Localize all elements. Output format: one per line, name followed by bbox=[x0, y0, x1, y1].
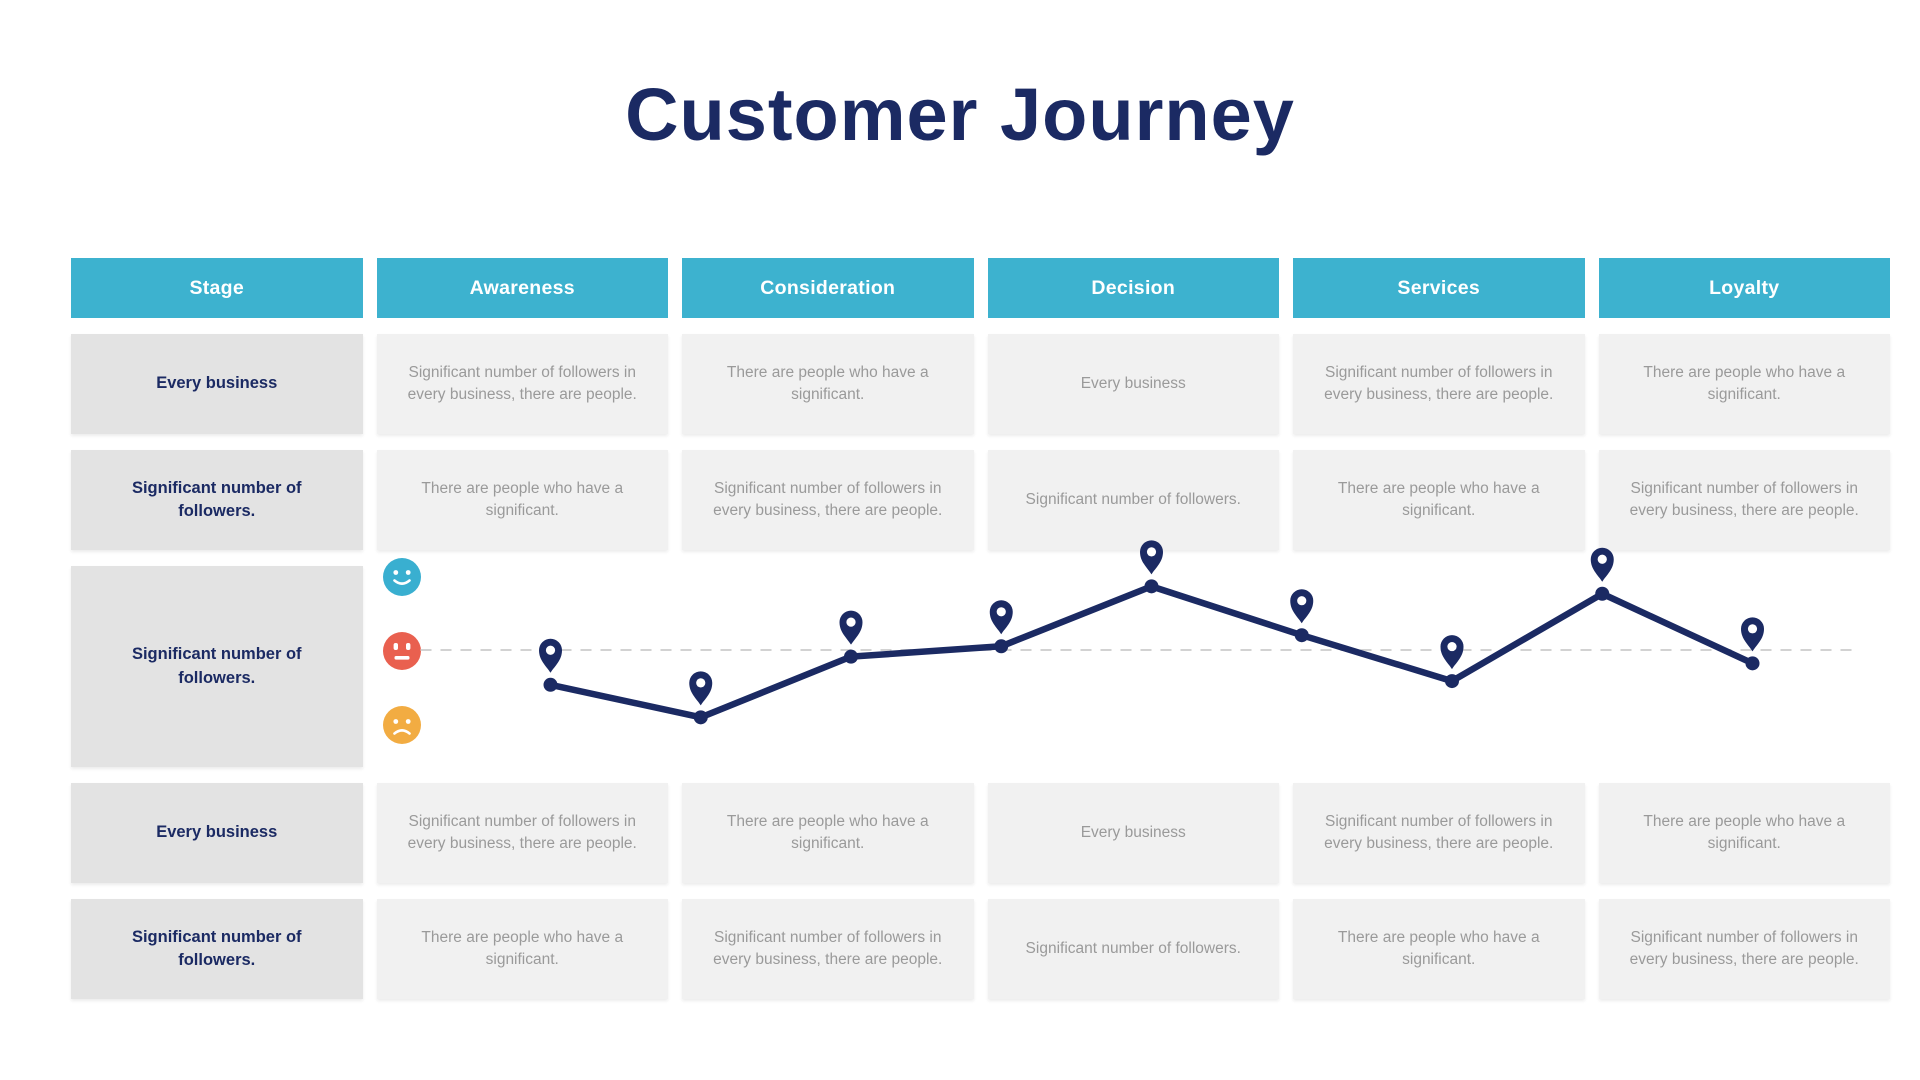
journey-line-chart bbox=[420, 540, 1855, 725]
journey-cell: Significant number of followers in every… bbox=[1598, 899, 1890, 999]
journey-cell: Significant number of followers in every… bbox=[682, 450, 974, 550]
map-pin-marker bbox=[538, 638, 562, 673]
journey-cell: There are people who have a significant. bbox=[682, 334, 974, 434]
happy-face-icon bbox=[382, 558, 421, 596]
journey-cell: Significant number of followers in every… bbox=[1293, 334, 1585, 434]
journey-cell: There are people who have a significant. bbox=[1293, 899, 1585, 999]
map-pin-marker bbox=[1139, 540, 1163, 575]
stage-cell: Significant number of followers. bbox=[71, 566, 363, 767]
sad-face-icon bbox=[382, 706, 421, 744]
map-pin-hole bbox=[545, 645, 555, 655]
journey-point bbox=[1294, 628, 1309, 643]
journey-cell: There are people who have a significant. bbox=[376, 899, 668, 999]
journey-point bbox=[1594, 586, 1609, 601]
journey-table: Stage Awareness Consideration Decision S… bbox=[71, 258, 1890, 999]
journey-cell: There are people who have a significant. bbox=[682, 783, 974, 883]
column-header-decision: Decision bbox=[987, 258, 1279, 318]
map-pin-marker bbox=[839, 610, 862, 645]
map-pin-marker bbox=[1590, 547, 1614, 582]
neutral-face-icon bbox=[382, 632, 421, 670]
map-pin-marker bbox=[1289, 589, 1313, 624]
journey-cell: Significant number of followers in every… bbox=[1598, 450, 1890, 550]
journey-cell: Significant number of followers in every… bbox=[376, 334, 668, 434]
journey-point bbox=[543, 677, 557, 692]
map-pin-hole bbox=[1747, 624, 1757, 634]
journey-cell: Significant number of followers in every… bbox=[376, 783, 668, 883]
journey-point bbox=[843, 649, 858, 664]
map-pin-hole bbox=[695, 678, 705, 688]
map-pin-marker bbox=[688, 671, 712, 706]
map-pin-hole bbox=[996, 607, 1006, 617]
journey-line bbox=[546, 583, 1756, 721]
journey-cell: Significant number of followers in every… bbox=[1293, 783, 1585, 883]
map-pin-hole bbox=[845, 617, 856, 627]
journey-point bbox=[693, 710, 708, 725]
column-header-loyalty: Loyalty bbox=[1598, 258, 1890, 318]
sentiment-chart-zone bbox=[377, 540, 1891, 767]
map-pin-marker bbox=[989, 600, 1013, 635]
journey-point bbox=[1444, 674, 1459, 689]
stage-cell: Every business bbox=[71, 334, 363, 434]
map-pin-hole bbox=[1597, 554, 1607, 564]
stage-cell: Significant number of followers. bbox=[71, 899, 363, 999]
journey-point bbox=[993, 639, 1008, 654]
journey-cell: Every business bbox=[987, 334, 1279, 434]
map-pin-marker bbox=[1440, 635, 1463, 670]
column-header-services: Services bbox=[1293, 258, 1585, 318]
column-header-stage: Stage bbox=[71, 258, 363, 318]
journey-cell: Significant number of followers. bbox=[987, 899, 1279, 999]
journey-cell: There are people who have a significant. bbox=[1598, 334, 1890, 434]
journey-point bbox=[1144, 579, 1158, 594]
stage-cell: Every business bbox=[71, 783, 363, 883]
journey-cell: Significant number of followers in every… bbox=[682, 899, 974, 999]
journey-point bbox=[1745, 656, 1759, 671]
journey-cell: There are people who have a significant. bbox=[376, 450, 668, 550]
map-pin-hole bbox=[1446, 641, 1457, 652]
stage-cell: Significant number of followers. bbox=[71, 450, 363, 550]
map-pin-marker bbox=[1740, 617, 1764, 652]
map-pin-hole bbox=[1296, 596, 1306, 606]
journey-cell: There are people who have a significant. bbox=[1293, 450, 1585, 550]
journey-cell: Significant number of followers. bbox=[987, 450, 1279, 550]
page-title: Customer Journey bbox=[625, 73, 1295, 156]
column-header-consideration: Consideration bbox=[682, 258, 974, 318]
map-pin-hole bbox=[1146, 547, 1156, 557]
column-header-awareness: Awareness bbox=[376, 258, 668, 318]
journey-cell: There are people who have a significant. bbox=[1598, 783, 1890, 883]
journey-cell: Every business bbox=[987, 783, 1279, 883]
